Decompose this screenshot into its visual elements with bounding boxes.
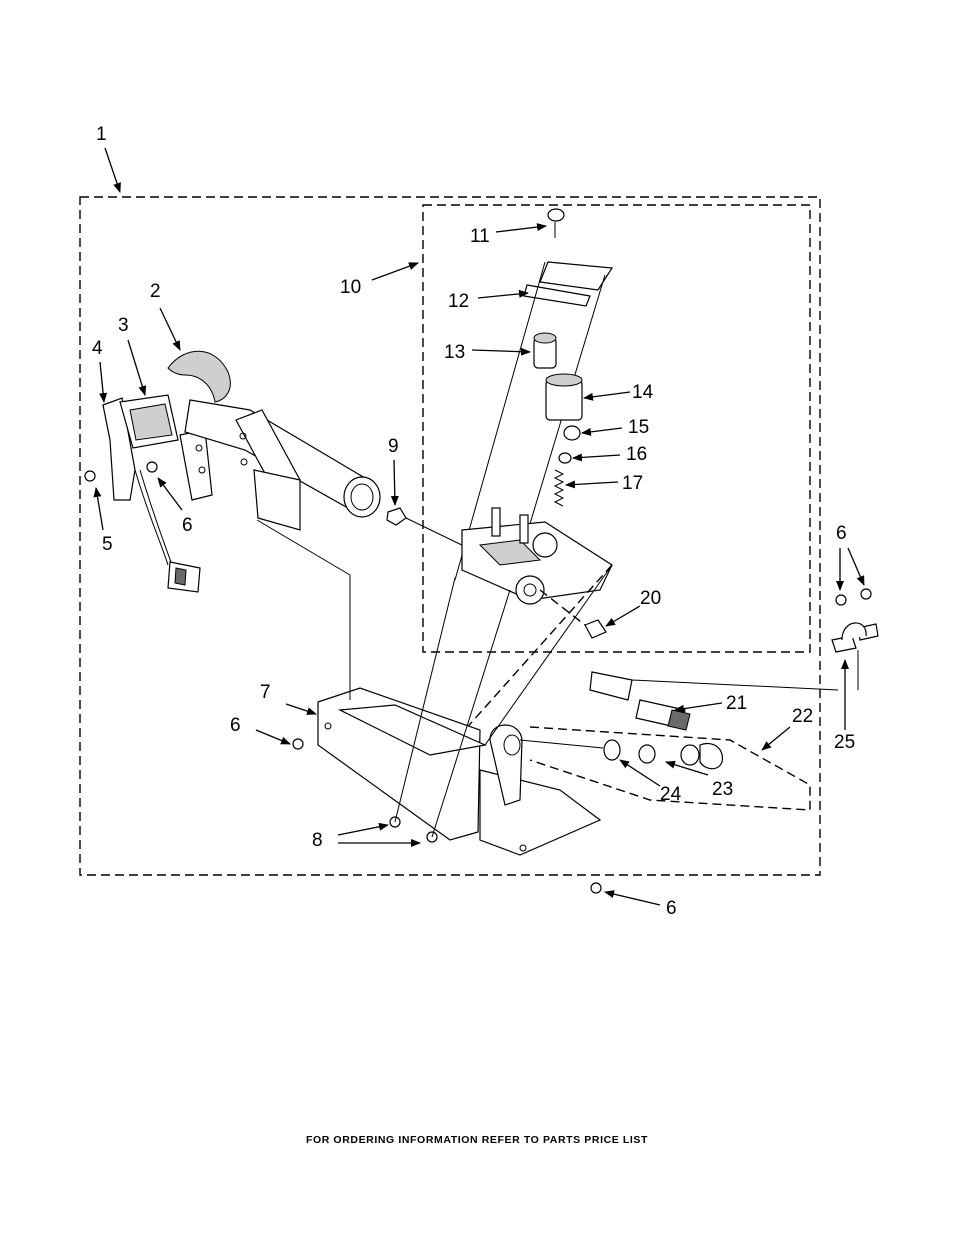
callout-2: 2 xyxy=(150,281,161,302)
callout-6d: 6 xyxy=(666,898,677,919)
callout-16: 16 xyxy=(626,444,647,465)
orifice-nut xyxy=(387,508,468,548)
callout-5: 5 xyxy=(102,534,113,555)
callout-17: 17 xyxy=(622,473,643,494)
callout-10: 10 xyxy=(340,277,361,298)
callout-11: 11 xyxy=(470,226,490,247)
callout-25: 25 xyxy=(834,732,855,753)
callout-9: 9 xyxy=(388,436,399,457)
callout-20: 20 xyxy=(640,588,661,609)
callout-23: 23 xyxy=(712,779,733,800)
callout-14: 14 xyxy=(632,382,654,403)
callout-6a: 6 xyxy=(182,515,193,536)
callout-22: 22 xyxy=(792,706,813,727)
callout-6b: 6 xyxy=(836,523,847,544)
pipe-clamp xyxy=(832,623,878,690)
callout-8: 8 xyxy=(312,830,323,851)
callout-7: 7 xyxy=(260,682,271,703)
callout-13: 13 xyxy=(444,342,465,363)
callout-21: 21 xyxy=(726,693,747,714)
callout-3: 3 xyxy=(118,315,129,336)
callout-15: 15 xyxy=(628,417,649,438)
footer-note: FOR ORDERING INFORMATION REFER TO PARTS … xyxy=(0,1134,954,1146)
callout-1: 1 xyxy=(96,124,107,145)
callout-6c: 6 xyxy=(230,715,241,736)
callout-24: 24 xyxy=(660,784,682,805)
callout-4: 4 xyxy=(92,338,103,359)
callout-12: 12 xyxy=(448,291,469,312)
